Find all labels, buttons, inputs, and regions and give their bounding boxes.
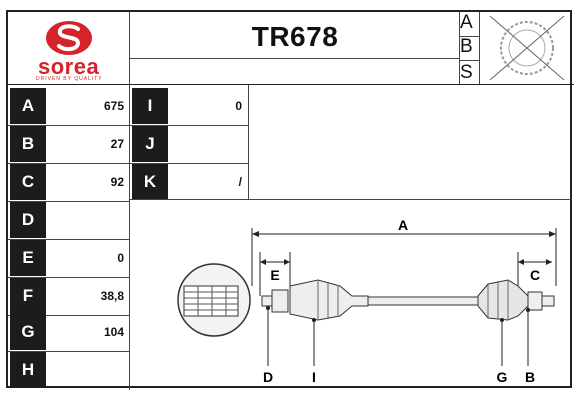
spec-letter-j: J <box>132 126 168 162</box>
spec-letter-f: F <box>10 278 46 314</box>
spec-value-g: 104 <box>103 325 124 339</box>
spec-letter-d: D <box>10 202 46 238</box>
brand-tagline: DRIVEN BY QUALITY <box>36 76 103 82</box>
dim-label-i: I <box>312 369 316 385</box>
sorea-logo-icon <box>46 21 92 55</box>
spec-letter-k: K <box>132 164 168 200</box>
spec-letter-i: I <box>132 88 168 124</box>
dim-label-c: C <box>530 267 540 283</box>
spec-value-a: 675 <box>103 99 124 113</box>
dim-label-a: A <box>398 217 408 233</box>
abs-ring-crossed-icon <box>489 15 565 81</box>
spec-letter-h: H <box>10 352 46 388</box>
dim-label-b: B <box>525 369 535 385</box>
spec-letter-c: C <box>10 164 46 200</box>
brand-name: sorea <box>38 54 100 79</box>
spec-value-i: 0 <box>235 99 242 113</box>
abs-letter-s: S <box>460 62 473 83</box>
part-number: TR678 <box>251 21 339 52</box>
driveshaft-diagram: A E C D I G B <box>177 217 557 385</box>
dim-label-d: D <box>263 369 273 385</box>
brand-logo: sorea DRIVEN BY QUALITY <box>8 12 130 84</box>
spec-value-b: 27 <box>110 137 124 151</box>
spec-letter-a: A <box>10 88 46 124</box>
dim-label-e: E <box>270 267 279 283</box>
spec-letter-e: E <box>10 240 46 276</box>
spec-sheet: sorea DRIVEN BY QUALITY TR678 A B S A 675… <box>6 10 574 390</box>
spec-value-c: 92 <box>110 175 124 189</box>
abs-letter-b: B <box>460 36 473 57</box>
abs-letter-a: A <box>460 12 473 33</box>
spec-value-f: 38,8 <box>100 289 124 303</box>
dim-label-g: G <box>497 369 508 385</box>
spec-letter-g: G <box>10 314 46 350</box>
spec-value-k: / <box>238 175 242 189</box>
spec-value-e: 0 <box>117 251 124 265</box>
spec-letter-b: B <box>10 126 46 162</box>
